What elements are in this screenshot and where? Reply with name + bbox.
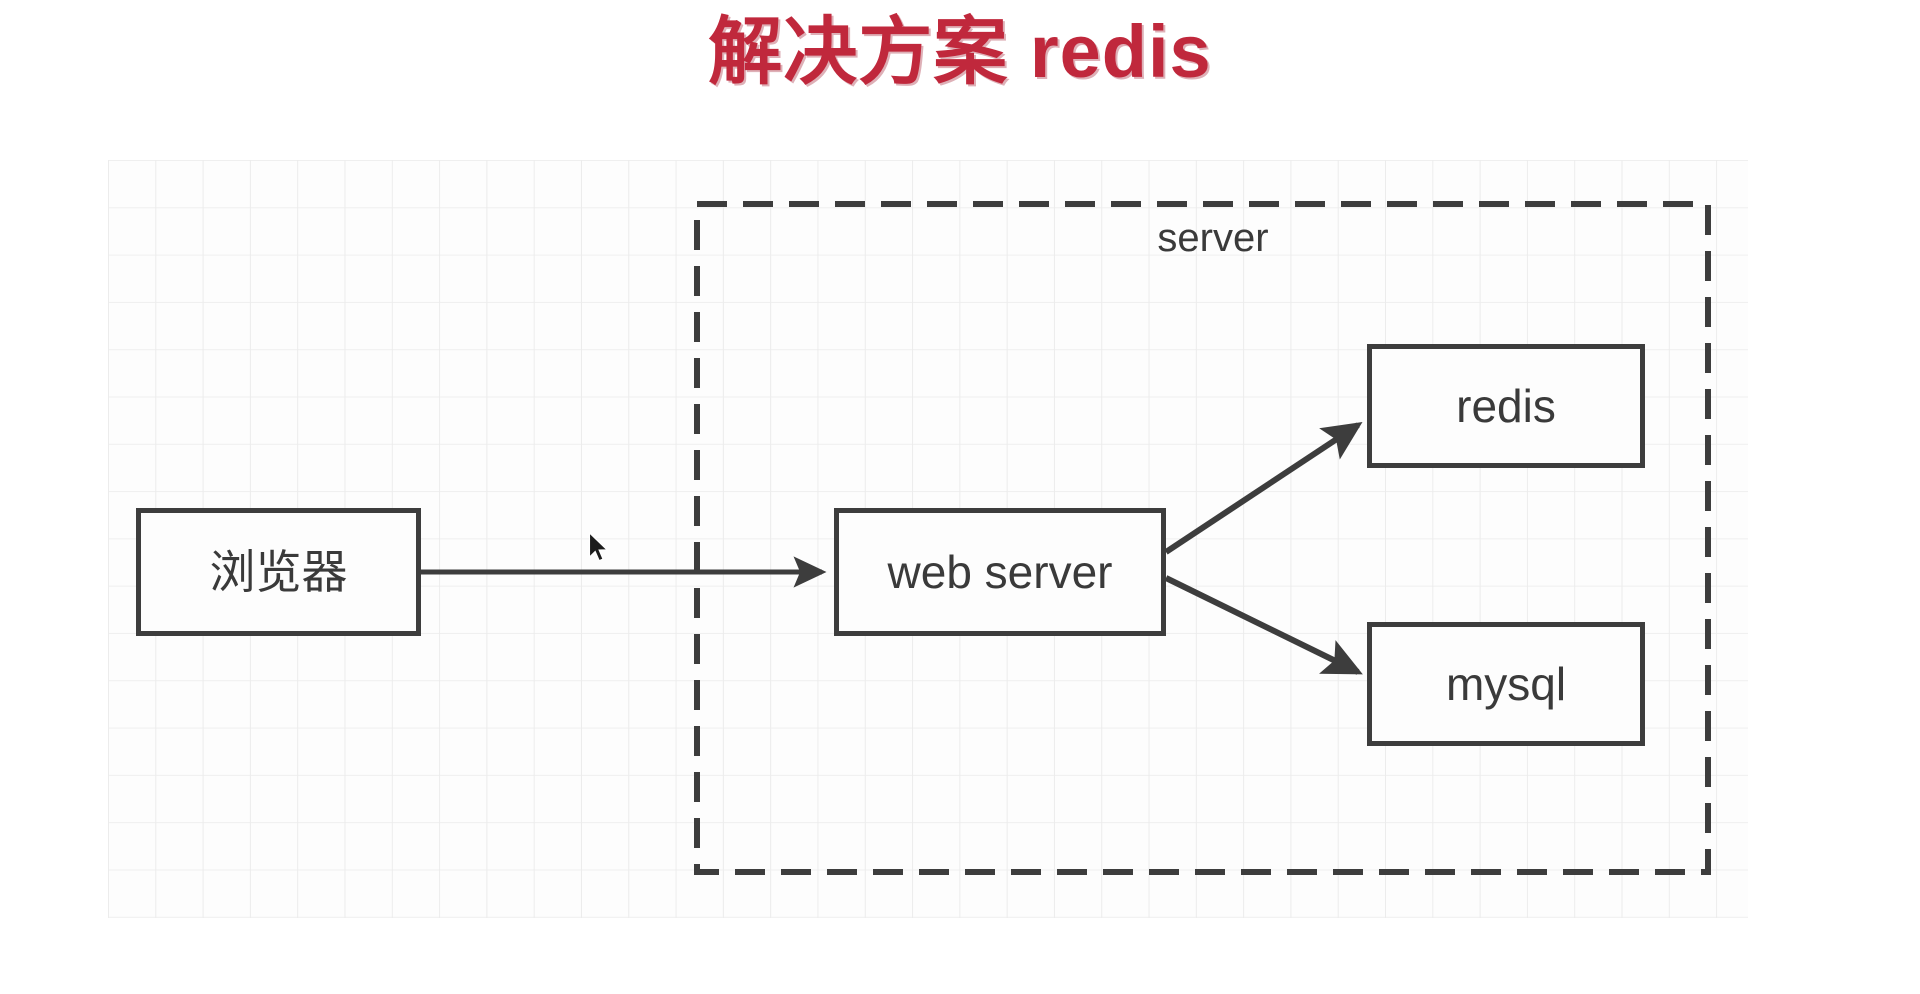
node-browser[interactable]: 浏览器 — [136, 508, 421, 636]
node-redis-label: redis — [1456, 380, 1556, 432]
node-browser-label: 浏览器 — [209, 546, 348, 598]
node-web-server-label: web server — [887, 546, 1113, 598]
mouse-arrow-cursor-icon — [588, 532, 609, 562]
server-group-label: server — [1157, 216, 1269, 260]
node-mysql[interactable]: mysql — [1367, 622, 1645, 746]
node-mysql-label: mysql — [1445, 658, 1567, 710]
page-title: 解决方案 redis — [708, 10, 1212, 93]
node-redis[interactable]: redis — [1367, 344, 1645, 468]
node-web-server[interactable]: web server — [834, 508, 1166, 636]
